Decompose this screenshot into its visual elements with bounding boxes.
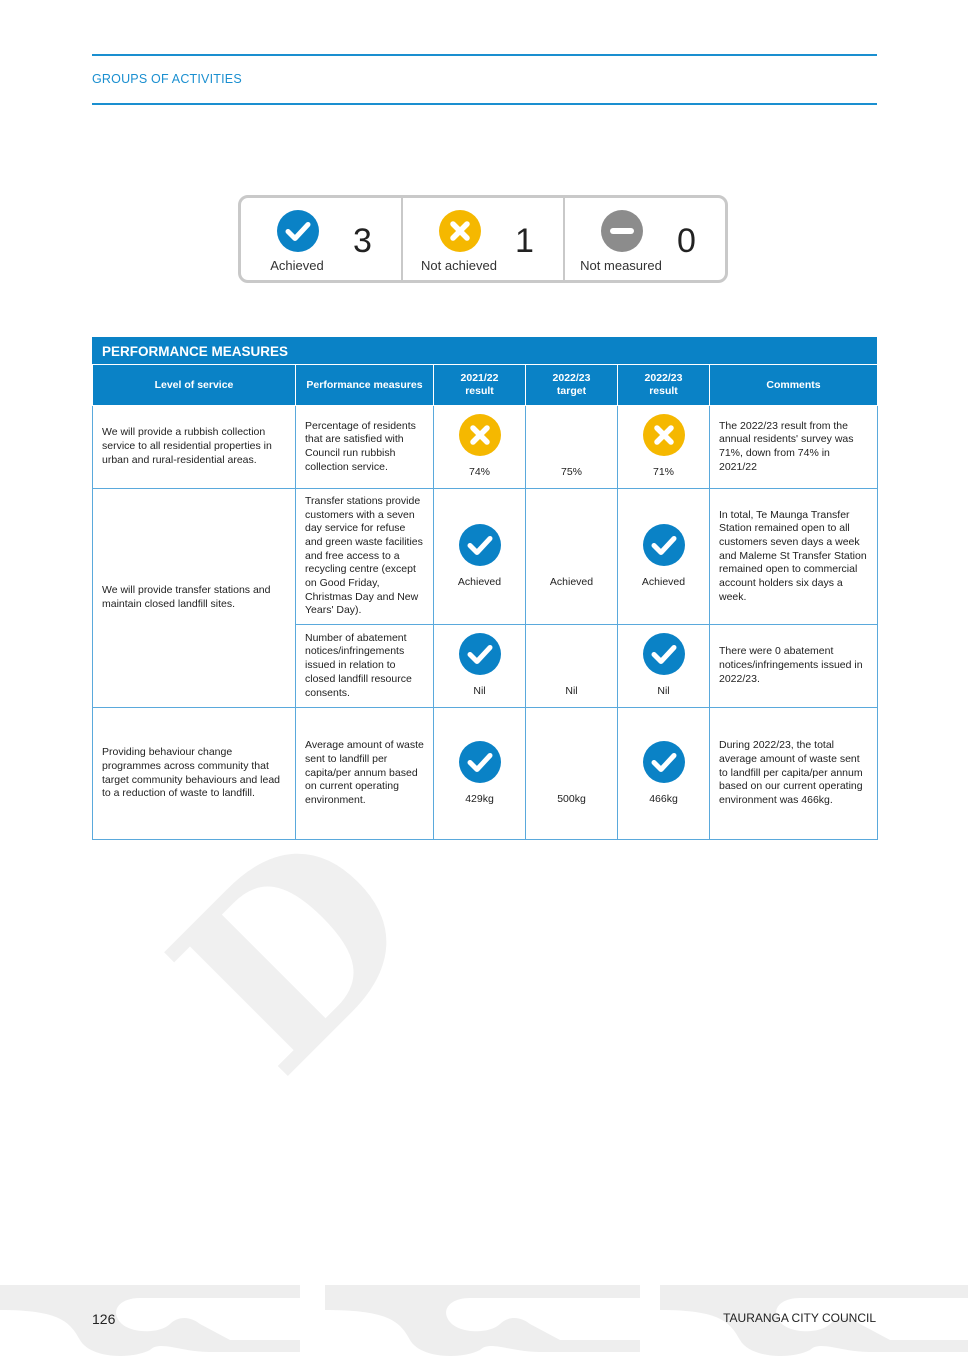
target-2022-23-cell: 75% (525, 405, 618, 489)
check-icon (277, 210, 319, 252)
summary-count: 1 (515, 222, 534, 260)
measure-cell: Percentage of residents that are satisfi… (295, 405, 434, 489)
results-summary: 3 Achieved 1 Not achieved 0 Not measured (238, 195, 728, 283)
target-2022-23-cell: 500kg (525, 707, 618, 840)
summary-count: 3 (353, 222, 372, 260)
measure-cell: Average amount of waste sent to landfill… (295, 707, 434, 840)
minus-icon (601, 210, 643, 252)
measure-cell: Number of abatement notices/infringement… (295, 624, 434, 708)
result-2022-23-cell: 71% (617, 405, 710, 489)
result-2021-22-cell: Achieved (433, 488, 526, 625)
table-row: We will provide a rubbish collection ser… (92, 405, 878, 489)
check-icon (643, 741, 685, 783)
page-number: 126 (92, 1311, 116, 1327)
table-title: PERFORMANCE MEASURES (92, 337, 877, 364)
summary-achieved: 3 Achieved (241, 198, 403, 280)
col-comments: Comments (709, 364, 878, 406)
header-rule-bottom (92, 103, 877, 105)
summary-not-achieved: 1 Not achieved (403, 198, 565, 280)
target-2022-23-cell: Nil (525, 624, 618, 708)
organisation-name: TAURANGA CITY COUNCIL (723, 1311, 876, 1325)
result-2021-22-cell: Nil (433, 624, 526, 708)
result-2022-23-cell: Achieved (617, 488, 710, 625)
comments-cell: There were 0 abatement notices/infringem… (709, 624, 878, 708)
comments-cell: In total, Te Maunga Transfer Station rem… (709, 488, 878, 625)
comments-cell: The 2022/23 result from the annual resid… (709, 405, 878, 489)
col-performance-measures: Performance measures (295, 364, 434, 406)
summary-label: Not achieved (421, 258, 497, 273)
check-icon (459, 741, 501, 783)
table-row: Providing behaviour change programmes ac… (92, 707, 878, 840)
level-of-service-cell: We will provide a rubbish collection ser… (92, 405, 296, 489)
table-header-row: Level of service Performance measures 20… (92, 364, 878, 406)
footer-pattern (0, 1285, 968, 1356)
section-title: GROUPS OF ACTIVITIES (92, 72, 242, 86)
comments-cell: During 2022/23, the total average amount… (709, 707, 878, 840)
col-level-of-service: Level of service (92, 364, 296, 406)
level-of-service-cell: Providing behaviour change programmes ac… (92, 707, 296, 840)
result-2022-23-cell: Nil (617, 624, 710, 708)
check-icon (459, 524, 501, 566)
summary-not-measured: 0 Not measured (565, 198, 725, 280)
table-row: We will provide transfer stations and ma… (92, 488, 878, 708)
summary-label: Achieved (270, 258, 324, 273)
result-2021-22-cell: 74% (433, 405, 526, 489)
summary-count: 0 (677, 222, 696, 260)
performance-table: Level of service Performance measures 20… (92, 364, 878, 840)
check-icon (643, 524, 685, 566)
cross-icon (459, 414, 501, 456)
cross-icon (439, 210, 481, 252)
check-icon (459, 633, 501, 675)
summary-label: Not measured (580, 258, 662, 273)
result-2022-23-cell: 466kg (617, 707, 710, 840)
table-row: Number of abatement notices/infringement… (93, 624, 878, 708)
check-icon (643, 633, 685, 675)
measure-cell: Transfer stations provide customers with… (295, 488, 434, 625)
cross-icon (643, 414, 685, 456)
header-rule-top (92, 54, 877, 56)
target-2022-23-cell: Achieved (525, 488, 618, 625)
result-2021-22-cell: 429kg (433, 707, 526, 840)
level-of-service-cell: We will provide transfer stations and ma… (92, 488, 296, 708)
